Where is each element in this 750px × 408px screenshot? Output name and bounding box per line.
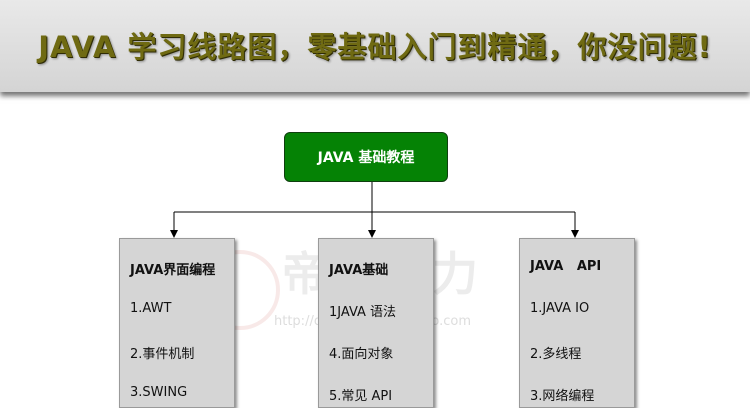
- card-item: 5.常见 API: [329, 389, 393, 404]
- card-java-gui: JAVA界面编程 1.AWT 2.事件机制 3.SWING: [119, 238, 235, 408]
- card-item: 2.多线程: [530, 347, 582, 362]
- card-item: 1.AWT: [130, 301, 172, 316]
- root-node: JAVA 基础教程: [284, 132, 448, 182]
- header-banner: JAVA 学习线路图，零基础入门到精通，你没问题!: [0, 0, 750, 92]
- card-java-api: JAVA API 1.JAVA IO 2.多线程 3.网络编程: [519, 238, 635, 408]
- card-item: 1.JAVA IO: [530, 301, 590, 316]
- card-item: 4.面向对象: [329, 347, 394, 362]
- root-node-label: JAVA 基础教程: [317, 150, 415, 166]
- card-item: 2.事件机制: [130, 347, 195, 362]
- card-item: 1JAVA 语法: [329, 305, 397, 320]
- card-title: JAVA基础: [329, 263, 389, 278]
- card-title: JAVA界面编程: [130, 263, 216, 278]
- banner-title: JAVA 学习线路图，零基础入门到精通，你没问题!: [38, 30, 712, 64]
- card-item: 3.SWING: [130, 385, 188, 400]
- card-title: JAVA API: [530, 259, 602, 274]
- card-item: 3.网络编程: [530, 389, 595, 404]
- card-java-basics: JAVA基础 1JAVA 语法 4.面向对象 5.常见 API: [318, 238, 434, 408]
